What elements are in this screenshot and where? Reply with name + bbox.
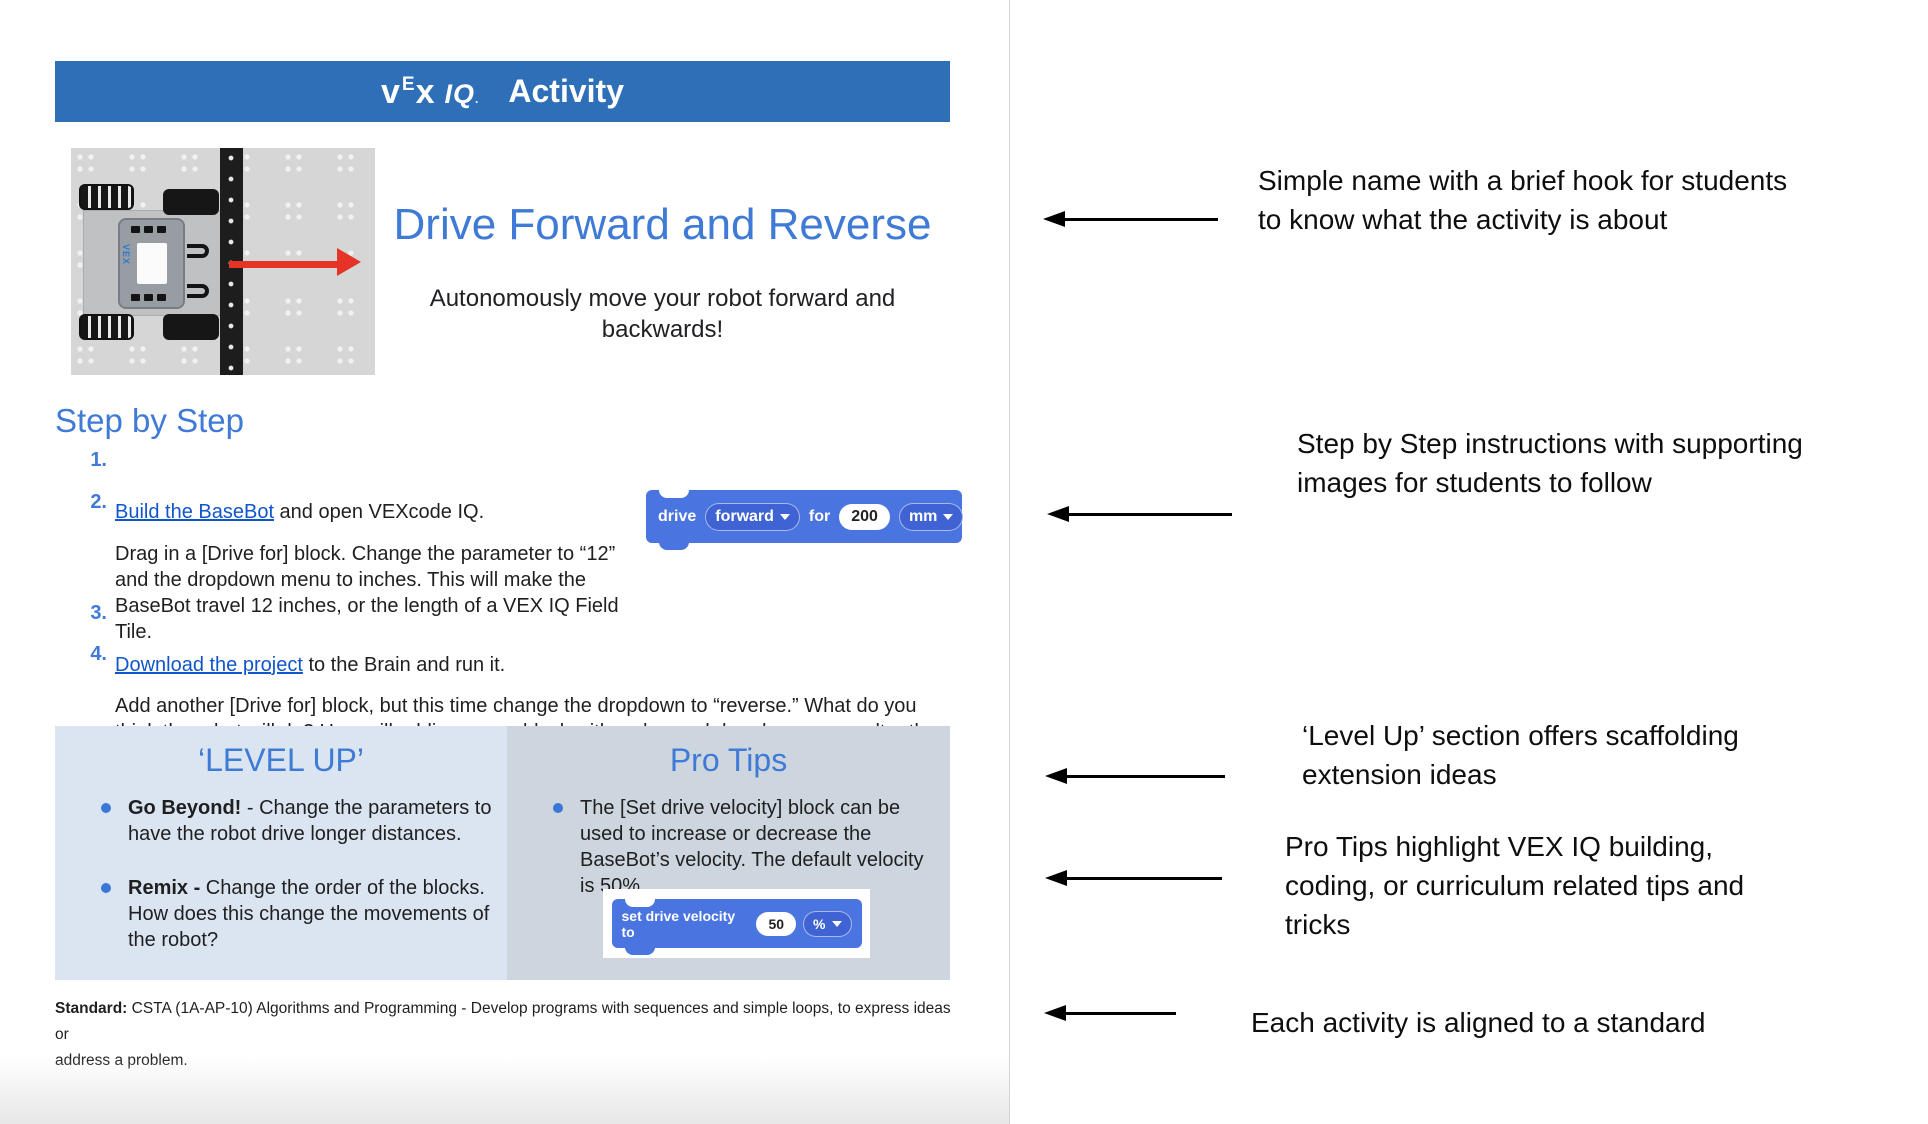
activity-subtitle: Autonomously move your robot forward and…: [429, 285, 896, 343]
for-label: for: [808, 507, 831, 525]
annotation-arrow: [1047, 506, 1232, 522]
robot-brain-screen: [137, 243, 167, 284]
set-velocity-label: set drive velocity to: [621, 907, 736, 940]
step-item-3: 3. Download the project to the Brain and…: [55, 600, 980, 678]
build-basebot-link[interactable]: Build the BaseBot: [115, 501, 274, 523]
annotation-arrow: [1043, 211, 1218, 227]
annotation-level-up: ‘Level Up’ section offers scaffolding ex…: [1302, 720, 1739, 790]
dropdown-caret-icon: [831, 920, 842, 927]
play-icon: [972, 508, 986, 525]
arrow-head-icon: [1045, 768, 1067, 784]
page-bottom-shade: [0, 1056, 1009, 1124]
set-velocity-block-image: set drive velocity to 50 %: [603, 889, 870, 958]
step-number: 4.: [90, 643, 107, 665]
step-item-1: 1. Build the BaseBot and open VEXcode IQ…: [55, 447, 980, 525]
annotation-steps: Step by Step instructions with supportin…: [1297, 428, 1803, 498]
arrow-head-icon: [1047, 506, 1069, 522]
distance-value: 200: [839, 503, 890, 530]
robot-claw: [187, 244, 209, 258]
annotation-arrow: [1044, 1005, 1176, 1021]
direction-arrow: [229, 261, 337, 268]
pro-tips-bullet: The [Set drive velocity] block can be us…: [507, 795, 950, 899]
robot-wheel: [163, 314, 219, 340]
unit-dropdown: mm: [898, 502, 964, 531]
step-number: 2.: [90, 491, 107, 513]
annotation-standard: Each activity is aligned to a standard: [1251, 1007, 1706, 1038]
robot-wheel: [163, 189, 219, 215]
annotation-arrow: [1045, 870, 1222, 886]
robot-field-image: VEX: [71, 148, 375, 375]
velocity-unit-dropdown: %: [803, 910, 852, 937]
level-up-heading: ‘LEVEL UP’: [198, 742, 364, 778]
direction-arrow-head: [337, 248, 361, 276]
arrow-head-icon: [1045, 870, 1067, 886]
vex-brand-label: VEX: [121, 244, 131, 266]
robot-wheel: [79, 314, 134, 340]
download-project-link[interactable]: Download the project: [115, 654, 303, 676]
dropdown-caret-icon: [779, 513, 790, 520]
annotation-pro-tips: Pro Tips highlight VEX IQ building, codi…: [1285, 831, 1745, 940]
annotation-arrow: [1045, 768, 1225, 784]
drive-for-block-image: drive forward for 200 mm: [646, 490, 986, 550]
step-number: 1.: [90, 449, 107, 471]
header-title: Activity: [508, 73, 624, 109]
dropdown-caret-icon: [943, 513, 954, 520]
direction-dropdown: forward: [705, 502, 800, 531]
robot-wheel: [79, 184, 134, 210]
pro-tips-section: Pro Tips The [Set drive velocity] block …: [507, 726, 950, 980]
step-number: 3.: [90, 602, 107, 624]
level-up-section: ‘LEVEL UP’ Go Beyond! - Change the param…: [55, 726, 507, 980]
velocity-value: 50: [756, 911, 797, 936]
annotation-title: Simple name with a brief hook for studen…: [1258, 165, 1788, 235]
level-up-bullet: Go Beyond! - Change the parameters to ha…: [55, 795, 507, 847]
standard-note: Standard: CSTA (1A-AP-10) Algorithms and…: [55, 1000, 951, 1069]
step-item-2: 2. Drag in a [Drive for] block. Change t…: [55, 489, 695, 645]
activity-title: Drive Forward and Reverse: [393, 200, 932, 249]
drive-label: drive: [658, 507, 697, 525]
step-by-step-heading: Step by Step: [55, 402, 244, 439]
arrow-head-icon: [1043, 211, 1065, 227]
pro-tips-heading: Pro Tips: [669, 742, 788, 778]
robot-claw: [187, 284, 209, 298]
arrow-head-icon: [1044, 1005, 1066, 1021]
level-up-bullet: Remix - Change the order of the blocks. …: [55, 875, 507, 953]
